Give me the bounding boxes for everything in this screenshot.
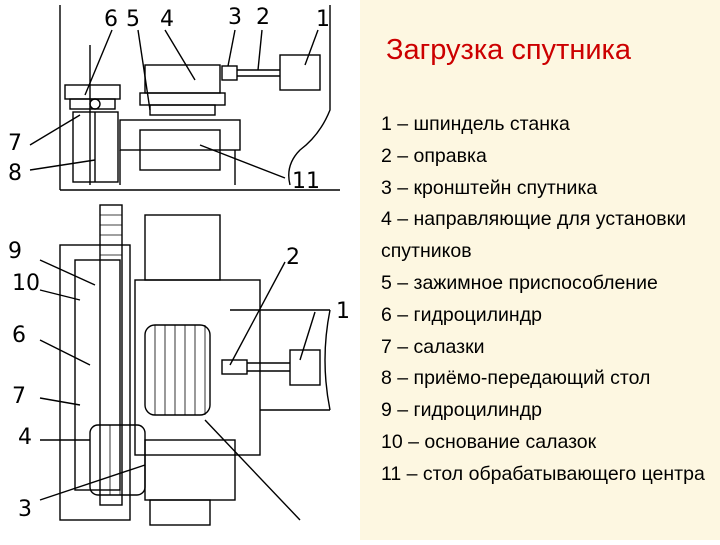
callout-11: 11 xyxy=(292,169,320,194)
legend-item: 11 – стол обрабатывающего центра xyxy=(381,462,705,485)
slide-title: Загрузка спутника xyxy=(386,34,631,66)
callout-10: 10 xyxy=(12,271,40,296)
callout-7: 7 xyxy=(8,131,22,156)
legend-item: 10 – основание салазок xyxy=(381,430,597,453)
legend-item: 4 – направляющие для установки спутников xyxy=(381,208,687,263)
callout-6: 6 xyxy=(104,7,118,32)
plan-view xyxy=(39,204,331,526)
side-view xyxy=(29,5,340,191)
parts-legend: 1 – шпиндель станка 2 – оправка 3 – крон… xyxy=(381,109,717,491)
callout-8: 8 xyxy=(8,161,22,186)
callout-6b: 6 xyxy=(12,323,26,348)
legend-item: 9 – гидроцилиндр xyxy=(381,399,542,422)
callout-2b: 2 xyxy=(286,245,300,270)
assembly-drawing: 6 5 4 3 2 1 7 8 11 xyxy=(0,0,360,540)
legend-item: 5 – зажимное приспособление xyxy=(381,271,658,294)
description-panel xyxy=(360,0,720,540)
legend-item: 8 – приёмо-передающий стол xyxy=(381,367,651,390)
callout-7b: 7 xyxy=(12,384,26,409)
plan-view-labels: 9 10 2 6 1 7 4 3 xyxy=(8,239,350,522)
legend-item: 3 – кронштейн спутника xyxy=(381,176,598,199)
callout-4b: 4 xyxy=(18,425,32,450)
legend-item: 7 – салазки xyxy=(381,335,485,358)
callout-2: 2 xyxy=(256,5,270,30)
callout-3b: 3 xyxy=(18,497,32,522)
legend-item: 2 – оправка xyxy=(381,144,487,167)
callout-1: 1 xyxy=(316,7,330,32)
legend-item: 6 – гидроцилиндр xyxy=(381,303,542,326)
callout-3: 3 xyxy=(228,5,242,30)
callout-9: 9 xyxy=(8,239,22,264)
callout-1b: 1 xyxy=(336,299,350,324)
side-view-labels: 6 5 4 3 2 1 7 8 11 xyxy=(8,5,330,194)
callout-5: 5 xyxy=(126,7,140,32)
callout-4: 4 xyxy=(160,7,174,32)
legend-item: 1 – шпиндель станка xyxy=(381,113,570,135)
